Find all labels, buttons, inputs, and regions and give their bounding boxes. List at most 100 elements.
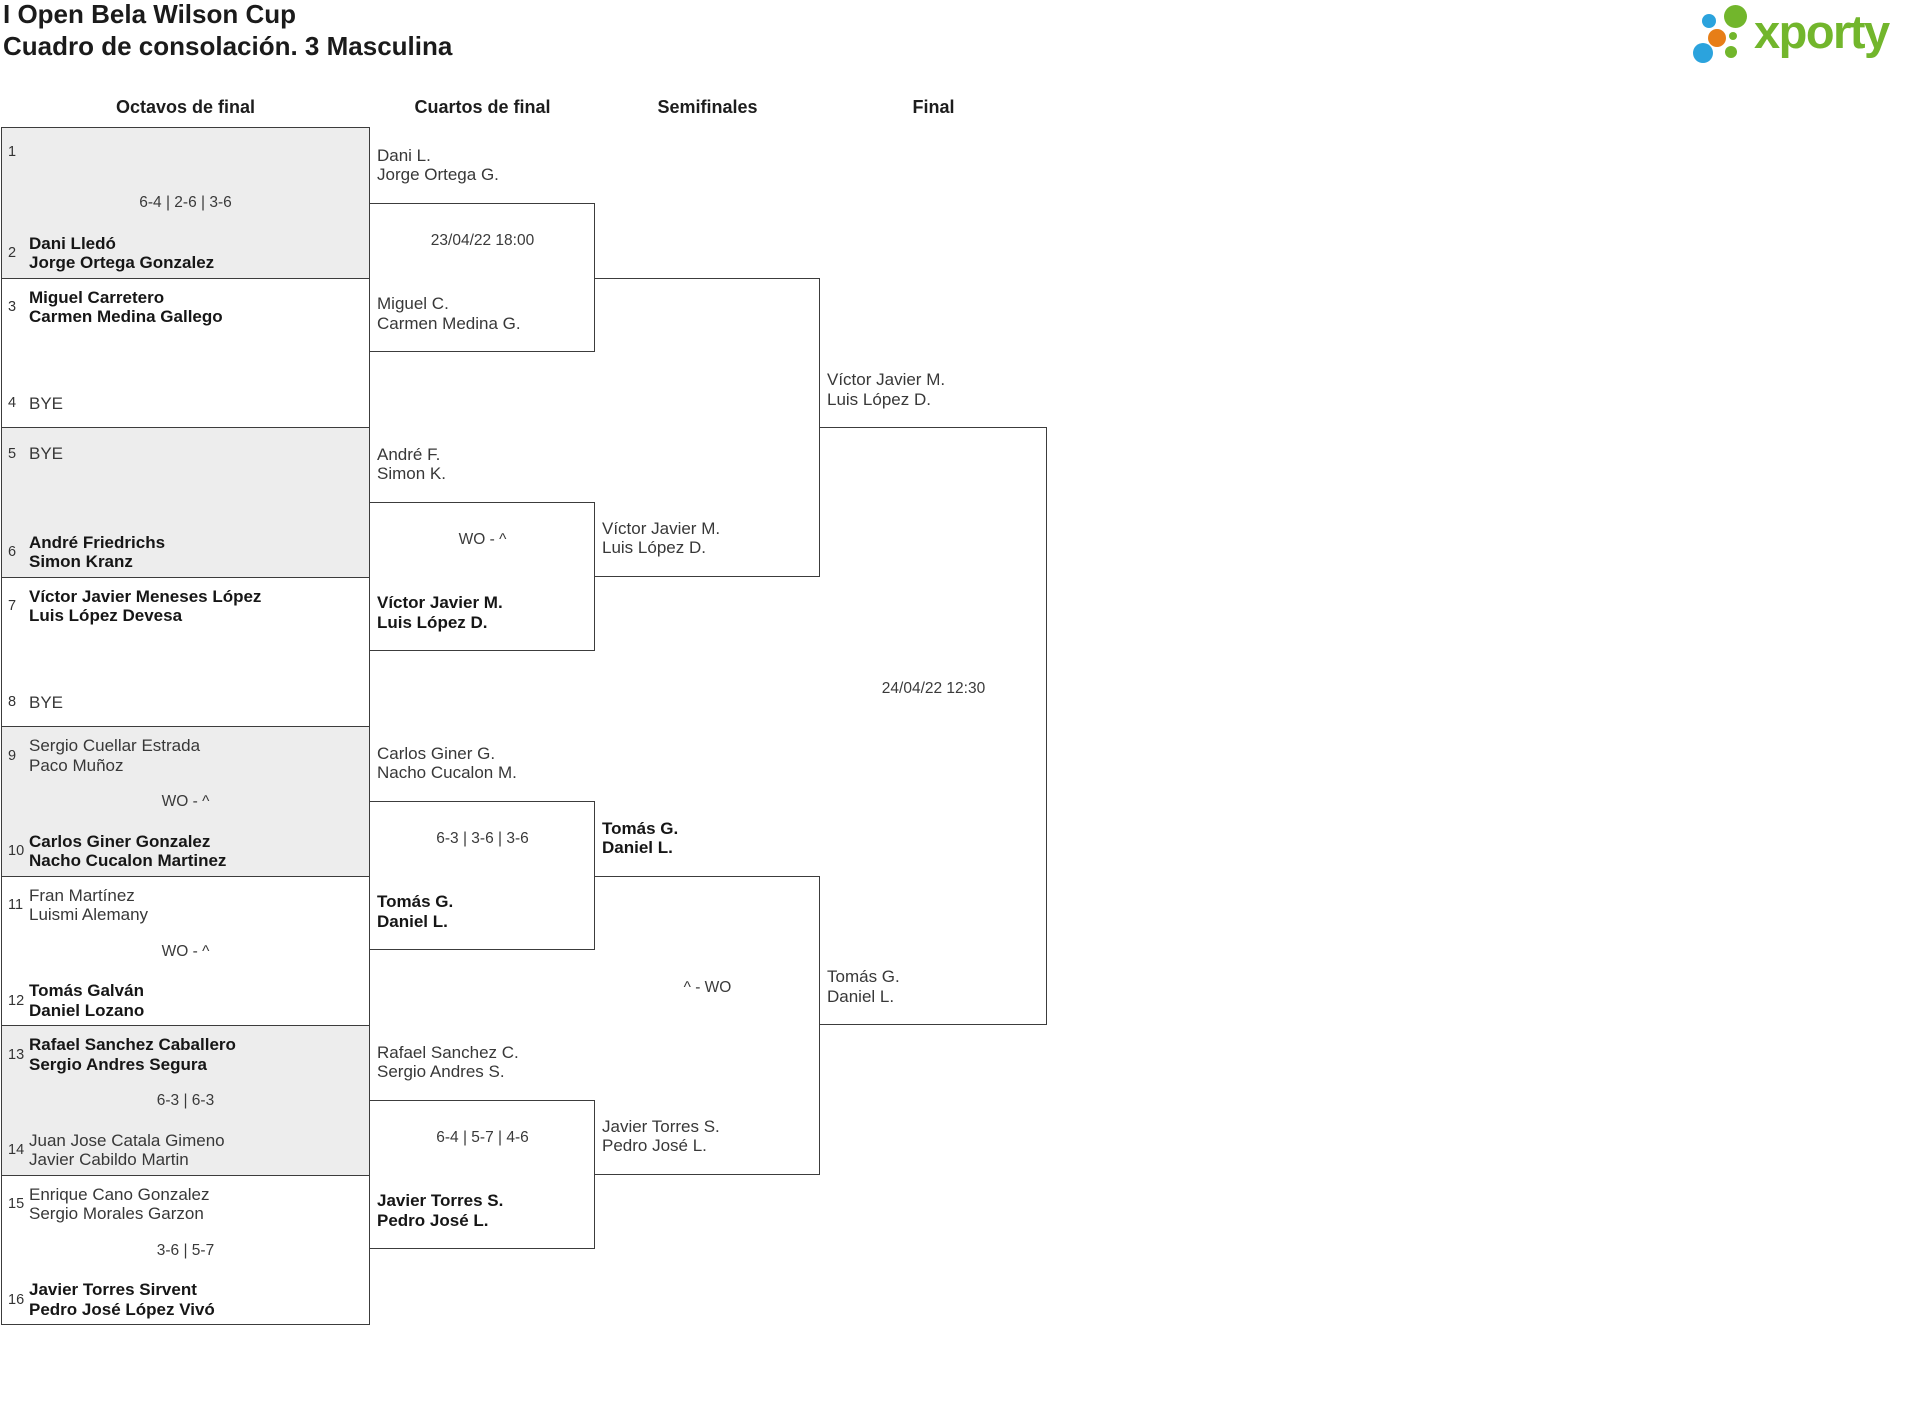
quarterfinal-2-box [370,501,595,652]
team-slot-seed-4[interactable]: 4 BYE [2,394,369,414]
semifinal-1-team-b[interactable]: Víctor Javier M.Luis López D. [602,519,720,558]
team-name-line: Paco Muñoz [29,755,124,775]
semifinal-2-team-b[interactable]: Javier Torres S.Pedro José L. [602,1117,720,1156]
quarterfinal-3-box [370,800,595,951]
team-name-line: Luis López D. [602,538,706,557]
team-name-line: Tomás Galván [29,981,144,1000]
quarterfinal-1-team-a[interactable]: Dani L.Jorge Ortega G. [377,146,499,185]
team-name-line: Nacho Cucalon Martinez [29,851,227,870]
team-name-line: Luis López D. [377,612,488,632]
quarterfinal-4-match-score: 6-4 | 5-7 | 4-6 [436,1128,529,1146]
team-name-line: Jorge Ortega Gonzalez [29,253,215,272]
team-name-line: Nacho Cucalon M. [377,763,517,783]
xporty-logo[interactable]: xporty [1690,0,1918,72]
team-name-line: Simon K. [377,464,446,484]
bracket-subtitle: Cuadro de consolación. 3 Masculina [3,31,453,61]
team-name-line: Sergio Andres S. [377,1062,505,1082]
team-name-line: Daniel Lozano [29,1000,145,1020]
match-score: 6-4 | 2-6 | 3-6 [139,194,232,211]
logo-dot [1729,32,1737,40]
team-name-line: Enrique Cano Gonzalez [29,1184,210,1204]
team-names: BYE [29,394,63,414]
quarterfinal-1-team-b[interactable]: Miguel C.Carmen Medina G. [377,294,521,333]
seed-number: 5 [8,445,17,462]
team-name-line: Carmen Medina Gallego [29,307,223,326]
quarterfinal-1-box [370,202,595,353]
logo-dot [1702,14,1716,28]
team-slot-seed-1[interactable]: 1 [2,144,369,160]
quarterfinal-1-match-date: 23/04/22 18:00 [430,231,535,249]
quarterfinal-4-team-a[interactable]: Rafael Sanchez C.Sergio Andres S. [377,1043,519,1082]
seed-number: 7 [8,598,17,614]
tournament-title: I Open Bela Wilson Cup [3,0,297,29]
logo-dot [1723,4,1747,28]
page-header: I Open Bela Wilson Cup Cuadro de consola… [3,0,452,62]
quarterfinal-4-box [370,1099,595,1250]
seed-number: 9 [8,747,17,764]
team-name-line: Javier Torres Sirvent [29,1280,197,1299]
team-name-line: Víctor Javier M. [827,370,946,389]
team-name-line: Sergio Morales Garzon [29,1204,204,1223]
semifinal-2-match-score: ^ - WO [683,979,732,996]
team-names: BYE [29,693,63,713]
team-name-line: Rafael Sanchez Caballero [29,1035,236,1054]
final-team-b[interactable]: Tomás G.Daniel L. [827,967,900,1006]
team-name-line: André Friedrichs [29,532,166,552]
seed-number: 13 [8,1046,25,1063]
round-header-cuartos: Cuartos de final [414,97,551,117]
quarterfinal-3-team-a[interactable]: Carlos Giner G.Nacho Cucalon M. [377,744,517,783]
team-name-line: Dani Lledó [29,233,116,253]
seed-number: 10 [8,843,25,859]
team-name-line: Víctor Javier Meneses López [29,586,262,606]
semifinal-2-team-a[interactable]: Tomás G.Daniel L. [602,819,678,858]
team-name-line: Miguel C. [377,294,449,314]
seed-number: 4 [8,395,17,412]
round-header-semifinales: Semifinales [657,97,758,117]
logo-dot [1725,46,1737,58]
final-team-a[interactable]: Víctor Javier M.Luis López D. [827,370,945,409]
team-name-line: Luis López Devesa [29,606,183,625]
team-name-line: Dani L. [377,145,431,165]
team-name-line: Sergio Cuellar Estrada [29,736,201,755]
team-name-line: Daniel L. [377,911,448,931]
team-name-line: Luismi Alemany [29,905,149,924]
seed-number: 15 [8,1196,25,1212]
seed-number: 11 [8,897,24,913]
match-score: WO - ^ [161,793,210,810]
quarterfinal-2-team-b[interactable]: Víctor Javier M.Luis López D. [377,593,503,632]
match-score: 6-3 | 6-3 [156,1092,215,1109]
semifinal-2-box [595,875,820,1175]
team-name-line: BYE [29,393,64,413]
team-name-line: Tomás G. [377,892,454,912]
quarterfinal-3-team-b[interactable]: Tomás G.Daniel L. [377,892,453,931]
quarterfinal-4-team-b[interactable]: Javier Torres S.Pedro José L. [377,1191,503,1230]
seed-number: 3 [8,299,17,315]
team-name-line: Pedro José L. [602,1136,707,1155]
quarterfinal-2-team-a[interactable]: André F.Simon K. [377,445,446,484]
team-name-line: Carmen Medina G. [377,313,521,333]
seed-number: 6 [8,544,17,560]
